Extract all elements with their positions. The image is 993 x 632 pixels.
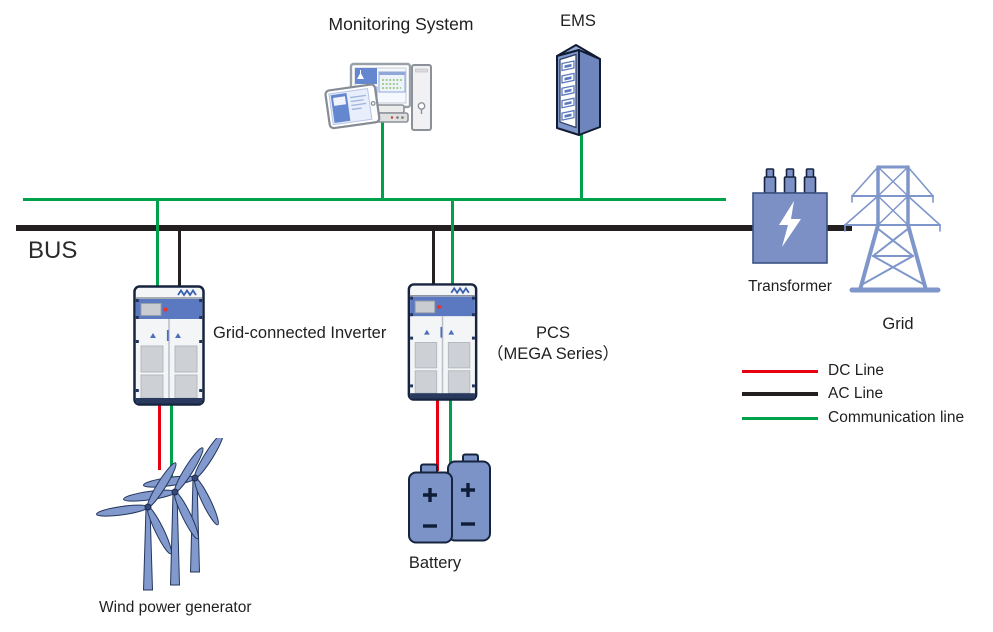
monitoring-system-icon — [322, 56, 437, 141]
plus-symbol — [423, 488, 437, 502]
comm-line-monitoring-drop — [381, 119, 384, 201]
comm-line-ems-drop — [580, 134, 583, 201]
communication-line-swatch — [742, 416, 818, 420]
battery-label: Battery — [408, 554, 462, 572]
brand-logo-icon — [177, 288, 197, 297]
communication-line-label: Communication line — [828, 409, 965, 426]
inverter-cabinet-icon — [133, 285, 205, 406]
dc-line-label: DC Line — [828, 362, 884, 379]
bus-label: BUS — [28, 237, 78, 264]
ems-rack-icon — [548, 42, 604, 138]
ac-line-transformer-to-grid — [827, 225, 852, 231]
wind-power-generator-label: Wind power generator — [99, 599, 252, 616]
brand-logo-icon — [450, 286, 470, 295]
legend-item-communication: Communication line — [742, 409, 964, 427]
pcs-label-line1: PCS — [536, 324, 570, 342]
pcs-label: PCS （MEGA Series） — [473, 323, 633, 366]
dc-line-pcs-to-battery — [436, 399, 439, 471]
comm-line-inverter-drop — [156, 200, 159, 287]
dc-line-inverter-to-wind — [158, 404, 161, 470]
communication-bus-line — [23, 198, 726, 201]
comm-line-inverter-to-wind — [170, 404, 173, 484]
wind-turbine — [95, 462, 177, 591]
status-led — [437, 304, 442, 309]
inverter-label: Grid-connected Inverter — [213, 324, 387, 342]
dc-line-swatch — [742, 369, 818, 373]
ac-line-swatch — [742, 392, 818, 396]
tablet-icon — [324, 83, 381, 130]
legend-item-ac: AC Line — [742, 385, 883, 403]
lightning-bolt-icon — [779, 201, 801, 247]
wind-turbines-icon — [90, 433, 270, 598]
plus-symbol — [461, 483, 475, 497]
battery-icon — [405, 452, 495, 544]
ac-bus-line — [16, 225, 753, 231]
ac-line-label: AC Line — [828, 385, 884, 402]
grid-label: Grid — [882, 315, 914, 333]
monitoring-system-label: Monitoring System — [328, 14, 474, 34]
ems-label: EMS — [560, 12, 596, 30]
ac-line-inverter-drop — [178, 229, 181, 287]
ac-line-pcs-drop — [432, 229, 435, 285]
comm-line-pcs-drop — [451, 200, 454, 285]
transformer-label: Transformer — [748, 278, 832, 295]
display-screen — [140, 303, 162, 316]
transformer-icon — [750, 168, 830, 265]
grid-tower-icon — [843, 158, 947, 298]
legend-item-dc: DC Line — [742, 362, 884, 380]
pc-tower-icon — [411, 64, 432, 131]
comm-line-pcs-to-battery — [449, 399, 452, 465]
pcs-cabinet-icon — [407, 283, 478, 401]
pcs-label-line2: （MEGA Series） — [486, 345, 620, 364]
display-screen — [414, 300, 436, 314]
status-led — [163, 307, 168, 312]
